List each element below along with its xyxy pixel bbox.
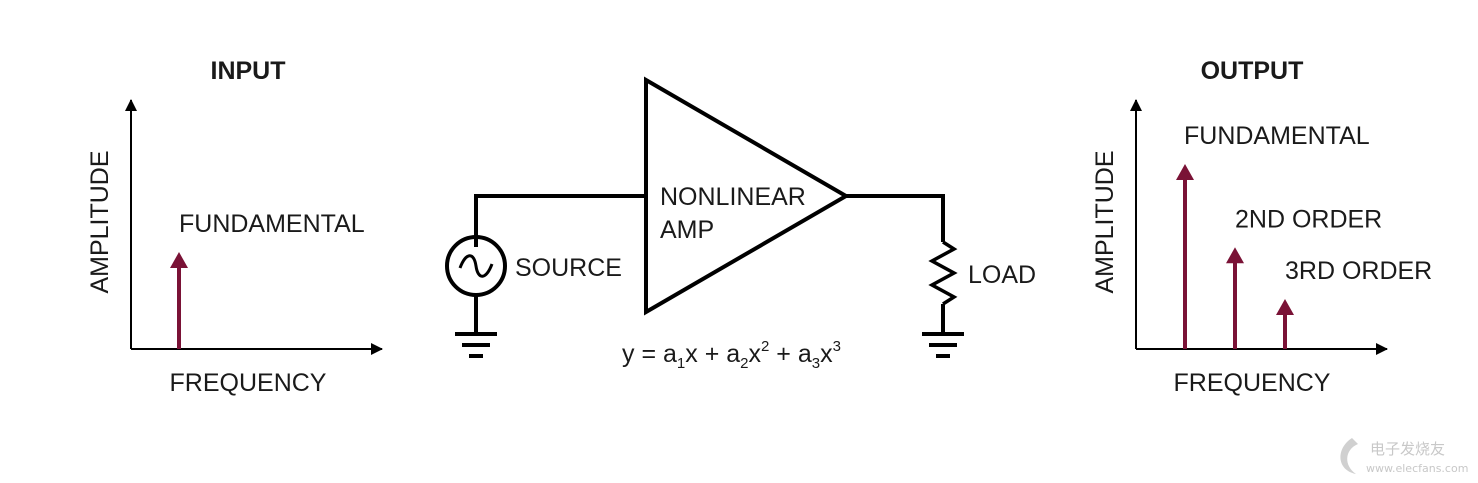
input-y-axis-label: AMPLITUDE xyxy=(86,150,114,293)
eq-sup-2: 2 xyxy=(761,338,769,355)
input-x-axis-label: FREQUENCY xyxy=(170,369,327,397)
amplifier-triangle xyxy=(644,76,850,316)
watermark-cn: 电子发烧友 xyxy=(1370,440,1445,458)
output_panel-arrowhead-3 xyxy=(1276,299,1294,316)
source-label: SOURCE xyxy=(515,254,622,282)
output-x-axis-label: FREQUENCY xyxy=(1174,369,1331,397)
watermark-logo-icon xyxy=(1340,438,1358,474)
input-title: INPUT xyxy=(211,57,286,85)
source-ground-icon xyxy=(455,332,497,358)
output_panel-arrowhead-2 xyxy=(1226,247,1244,264)
amp-label-line1: NONLINEAR xyxy=(660,183,806,211)
eq-sub-2: 2 xyxy=(740,355,748,372)
eq-term-3: + a xyxy=(769,340,811,368)
output-panel: OUTPUT AMPLITUDE FREQUENCY FUNDAMENTAL 2N… xyxy=(1091,57,1432,397)
input-wire xyxy=(474,194,646,247)
input-panel: INPUT AMPLITUDE FREQUENCY FUNDAMENTAL xyxy=(86,57,383,397)
input_panel-line-label-1: FUNDAMENTAL xyxy=(179,210,365,238)
output-y-axis-label: AMPLITUDE xyxy=(1091,150,1119,293)
load-ground-icon xyxy=(922,332,964,358)
load-label: LOAD xyxy=(968,261,1036,289)
output_panel-line-label-2: 2ND ORDER xyxy=(1235,205,1382,233)
eq-sub-1: 1 xyxy=(677,355,685,372)
output_panel-line-label-3: 3RD ORDER xyxy=(1285,257,1432,285)
eq-term-4: x xyxy=(820,340,833,368)
eq-term-1: x + a xyxy=(685,340,740,368)
output_panel-arrowhead-1 xyxy=(1176,164,1194,180)
watermark: 电子发烧友 www.elecfans.com xyxy=(1340,438,1468,475)
input-spectral-lines: FUNDAMENTAL xyxy=(170,210,365,349)
eq-lhs: y = a xyxy=(622,340,677,368)
amp-label-line2: AMP xyxy=(660,216,714,244)
eq-sup-3: 3 xyxy=(833,338,841,355)
input_panel-arrowhead-1 xyxy=(170,252,188,268)
transfer-equation: y = a1x + a2x2 + a3x3 xyxy=(622,338,841,372)
eq-term-2: x xyxy=(749,340,762,368)
sine-wave-icon xyxy=(458,254,494,278)
output-spectral-lines: FUNDAMENTAL 2ND ORDER 3RD ORDER xyxy=(1176,122,1432,349)
output-wire xyxy=(846,194,945,242)
output_panel-line-label-1: FUNDAMENTAL xyxy=(1184,122,1370,150)
load-resistor-icon xyxy=(928,240,958,306)
circuit xyxy=(445,76,964,358)
watermark-url: www.elecfans.com xyxy=(1366,462,1468,475)
eq-sub-3: 3 xyxy=(812,355,820,372)
output-title: OUTPUT xyxy=(1201,57,1304,85)
